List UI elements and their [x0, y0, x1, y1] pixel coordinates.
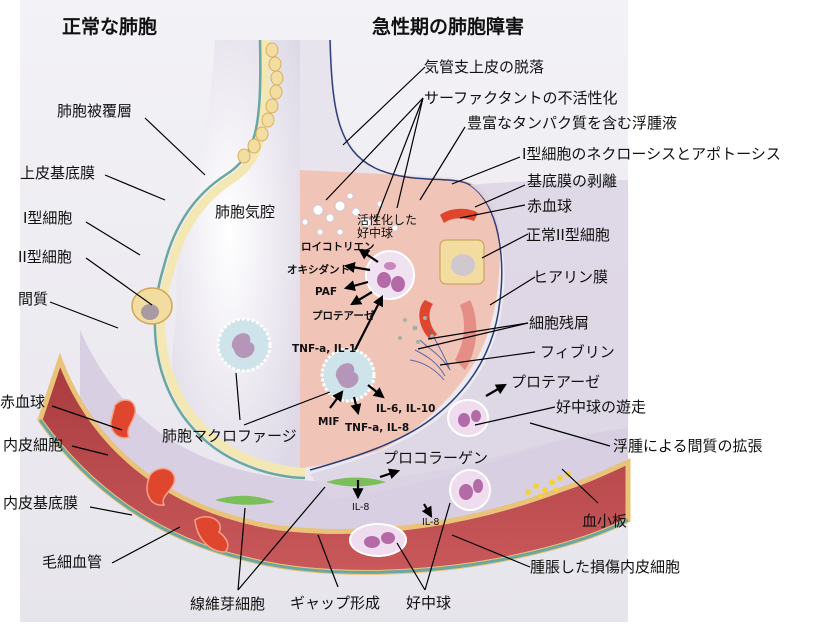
- hyaline-membrane-illustration: [455, 300, 477, 370]
- neutrophil-migrating: [447, 399, 489, 437]
- neutrophil-capillary-2: [449, 469, 491, 511]
- capillary-outer-membrane: [38, 419, 629, 574]
- fibrin-strands: [409, 329, 451, 381]
- macrophage-left: [216, 317, 272, 373]
- fibroblasts-illustration: [215, 477, 386, 505]
- red-blood-cells-airspace: [419, 208, 478, 340]
- label-neutrophil: 好中球: [406, 594, 452, 612]
- leader-lines: [49, 66, 611, 591]
- normal-alveolar-air: [172, 40, 300, 470]
- label-protein-rich-edema: 豊富なタンパク質を含む浮腫液: [467, 114, 678, 132]
- normal-type2-cell-right: [439, 239, 485, 285]
- label-tnf-il8: TNF-a, IL-8: [345, 422, 410, 434]
- label-fibroblast: 線維芽細胞: [190, 595, 266, 613]
- label-procollagen: プロコラーゲン: [383, 449, 489, 467]
- label-surfactant-inactivation: サーファクタントの不活性化: [424, 89, 618, 107]
- label-type1-necrosis-apoptosis: I型細胞のネクローシスとアポトーシス: [522, 145, 781, 163]
- bronchial-epithelial-cells-left: [237, 42, 284, 164]
- activated-neutrophil-illustration: [365, 250, 415, 300]
- label-hyaline-membrane: ヒアリン膜: [533, 268, 609, 286]
- label-il8-interstitium: IL-8: [352, 502, 370, 513]
- label-il8-capillary: IL-8: [422, 517, 440, 528]
- label-normal-type2-cell: 正常II型細胞: [526, 226, 610, 244]
- label-paf: PAF: [315, 286, 338, 298]
- injured-interstitium: [310, 180, 628, 500]
- interstitium-band: [80, 330, 628, 554]
- label-alveolar-space: 肺胞気腔: [215, 203, 276, 221]
- mediator-arrows: [329, 248, 507, 518]
- label-oxidant: オキシダント: [287, 264, 350, 276]
- cellular-debris: [398, 316, 434, 344]
- label-protease-right: プロテアーゼ: [511, 373, 601, 391]
- macrophage-right: [320, 347, 376, 403]
- label-alveolar-lining-layer: 肺胞被覆層: [57, 102, 133, 120]
- label-neutrophil-migration: 好中球の遊走: [556, 398, 647, 416]
- label-red-blood-cell-left: 赤血球: [0, 393, 46, 411]
- label-cellular-debris: 細胞残屑: [529, 314, 590, 332]
- neutrophil-capillary-1: [349, 523, 407, 557]
- injured-alveolar-air: [300, 40, 470, 179]
- label-capillary: 毛細血管: [42, 553, 103, 571]
- label-endothelial-basement-membrane: 内皮基底膜: [3, 494, 79, 512]
- title-normal-alveolus: 正常な肺胞: [62, 16, 158, 38]
- label-mif: MIF: [318, 416, 340, 428]
- label-leukotriene: ロイコトリエン: [301, 241, 375, 253]
- injured-basement-membrane: [309, 39, 503, 471]
- label-epithelial-basement-membrane: 上皮基底膜: [20, 164, 96, 182]
- label-endothelial-cell: 内皮細胞: [3, 436, 64, 454]
- label-tnf-il1: TNF-a, IL-1: [292, 343, 357, 355]
- label-denuded-basement-membrane: 基底膜の剥離: [527, 172, 618, 190]
- red-blood-cells-capillary: [110, 399, 229, 553]
- label-fibrin: フィブリン: [540, 343, 615, 361]
- label-gap-formation: ギャップ形成: [290, 594, 381, 612]
- type2-cell-illustration: [131, 287, 173, 325]
- label-platelets: 血小板: [582, 512, 628, 530]
- surfactant-bubbles: [301, 192, 399, 236]
- label-il6-il10: IL-6, IL-10: [376, 403, 436, 415]
- label-type1-cell: I型細胞: [23, 209, 73, 227]
- label-alveolar-macrophage: 肺胞マクロファージ: [162, 427, 297, 445]
- label-swollen-injured-endothelium: 腫脹した損傷内皮細胞: [530, 558, 681, 576]
- label-interstitium: 間質: [18, 290, 49, 308]
- label-red-blood-cell-right: 赤血球: [527, 197, 573, 215]
- label-interstitial-edema: 浮腫による間質の拡張: [613, 437, 763, 455]
- label-activated-neutrophil: 活性化した 好中球: [357, 213, 418, 240]
- label-type2-cell: II型細胞: [18, 248, 72, 266]
- title-acute-injury: 急性期の肺胞障害: [372, 16, 525, 38]
- label-protease-mediator: プロテアーゼ: [312, 310, 375, 322]
- label-bronchial-epithelium-sloughing: 気管支上皮の脱落: [424, 58, 545, 76]
